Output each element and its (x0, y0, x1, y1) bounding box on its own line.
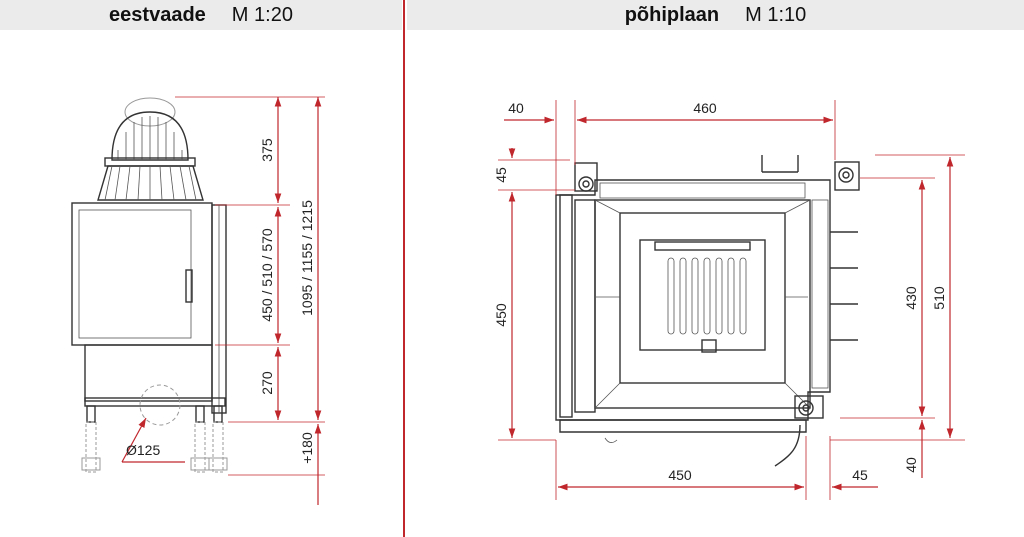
dim-plan-460: 460 (693, 100, 717, 116)
dim-270: 270 (259, 371, 275, 395)
dim-plan-45-bottom: 45 (852, 467, 868, 483)
front-view-drawing: 375 450 / 510 / 570 270 1095 / 1155 / 12… (71, 96, 325, 505)
dim-plan-40-right: 40 (903, 457, 919, 473)
fireplace-legs (81, 405, 228, 473)
dim-375: 375 (259, 138, 275, 162)
plan-door-handle (774, 424, 801, 467)
fireplace-base (84, 344, 213, 402)
dim-1095-1155-1215: 1095 / 1155 / 1215 (299, 200, 315, 316)
dim-plan-450-left: 450 (493, 303, 509, 327)
dim-plan-45-left: 45 (493, 167, 509, 183)
dim-plan-40-top: 40 (508, 100, 524, 116)
header-plan-view: põhiplaan M 1:10 (407, 0, 1024, 30)
firebox-outline (555, 155, 860, 467)
dim-plan-450-bottom: 450 (668, 467, 692, 483)
front-view-scale: M 1:20 (231, 3, 293, 26)
plan-view-drawing: 40 460 45 450 450 45 430 510 40 (493, 100, 965, 500)
dim-plan-430: 430 (903, 286, 919, 310)
view-divider (403, 0, 405, 537)
plan-view-scale: M 1:10 (745, 3, 807, 26)
fireplace-hood (97, 97, 204, 201)
plan-view-title: põhiplaan (624, 3, 720, 26)
corner-rollers (574, 161, 860, 419)
dim-diameter-125: Ø125 (126, 442, 160, 458)
dim-450-510-570: 450 / 510 / 570 (259, 228, 275, 322)
dim-plan-510: 510 (931, 286, 947, 310)
dim-plus-180: +180 (299, 432, 315, 464)
door-handle (185, 269, 193, 303)
front-view-title: eestvaade (109, 3, 206, 26)
flue-outlet-circle (139, 384, 181, 426)
header-front-view: eestvaade M 1:20 (0, 0, 402, 30)
